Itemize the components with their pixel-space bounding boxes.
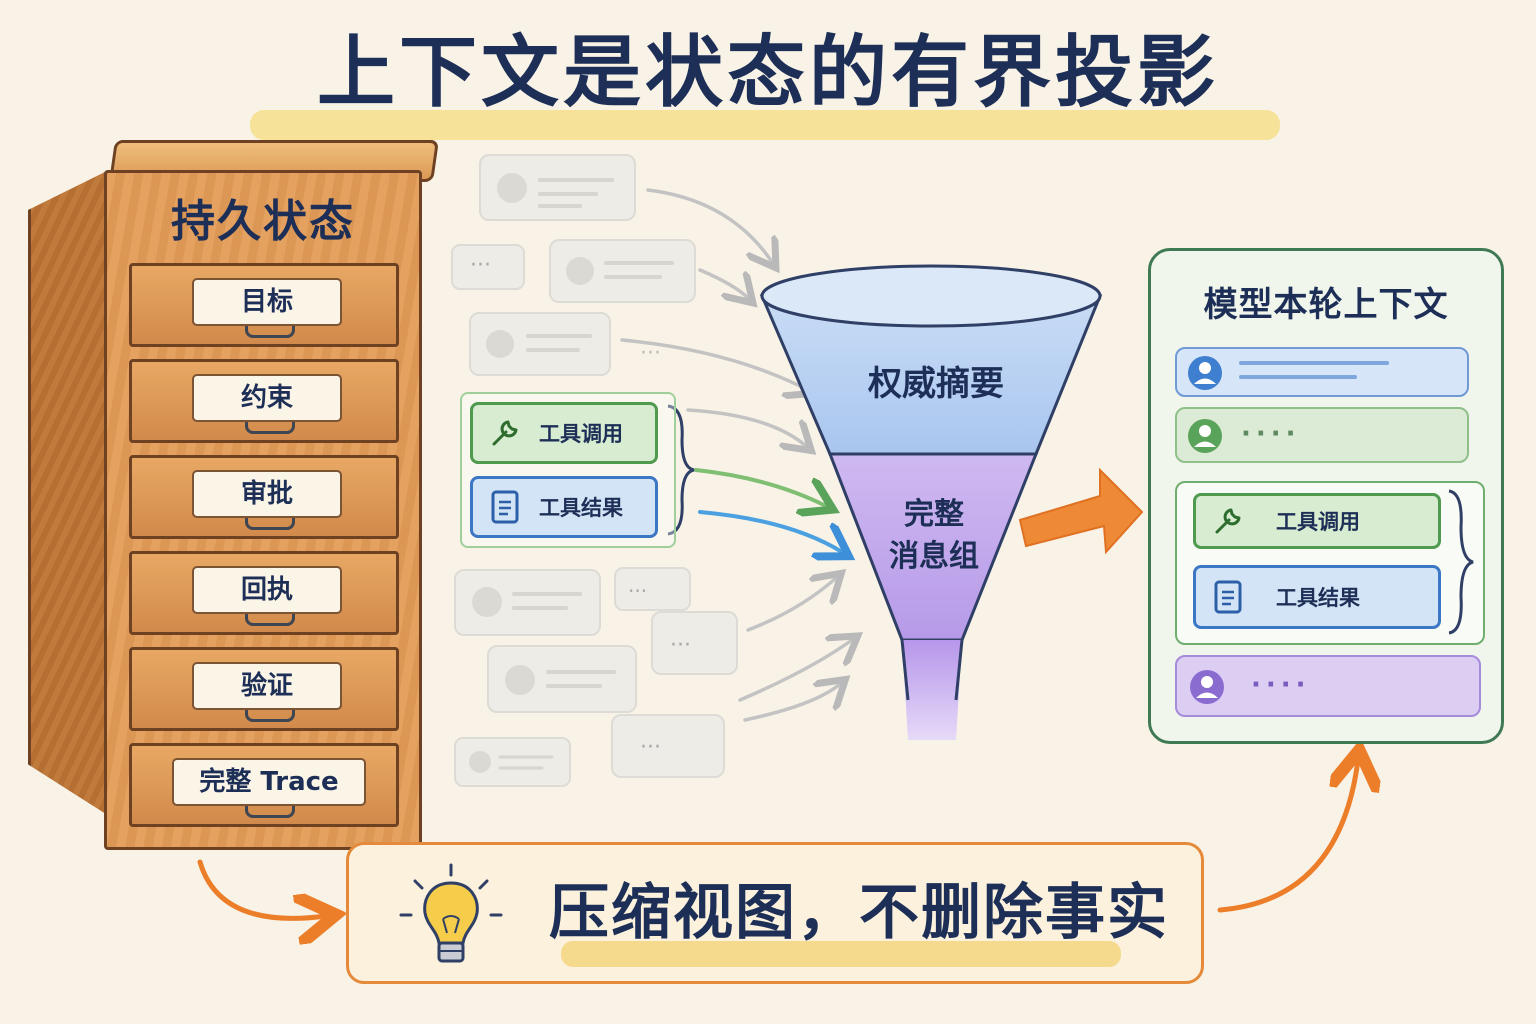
wrench-icon — [485, 413, 525, 453]
context-row-purple: ···· — [1175, 655, 1481, 717]
context-brace — [1448, 489, 1474, 635]
banner-to-context-arrow — [1217, 760, 1358, 913]
cabinet-title: 持久状态 — [171, 196, 355, 247]
funnel-upper-label: 权威摘要 — [868, 364, 1004, 404]
tool-call-arrow — [694, 468, 826, 506]
context-tool-call-label: 工具调用 — [1276, 510, 1360, 534]
user-icon — [1188, 419, 1222, 453]
tool-result-arrow — [698, 510, 842, 552]
context-title: 模型本轮上下文 — [1203, 285, 1449, 325]
drawer-handle — [245, 326, 295, 338]
drawer-trace: 完整 Trace — [129, 743, 399, 827]
drawer-label: 验证 — [192, 662, 342, 710]
tool-call-pill: 工具调用 — [470, 402, 658, 464]
cabinet-to-banner-arrow — [197, 859, 326, 918]
user-icon — [1188, 356, 1222, 390]
row-dots: ···· — [1251, 670, 1311, 700]
drawer-constraints: 约束 — [129, 359, 399, 443]
drawer-label: 约束 — [192, 374, 342, 422]
message-dots: ··· — [470, 253, 491, 278]
drawer-goal: 目标 — [129, 263, 399, 347]
tool-group-brace — [667, 404, 695, 536]
incoming-arrows — [620, 188, 852, 722]
funnel-lower-line2: 消息组 — [889, 539, 979, 574]
faded-messages-bottom — [454, 567, 738, 787]
drawer-handle — [245, 422, 295, 434]
document-icon — [1208, 577, 1248, 617]
summary-banner: 压缩视图，不删除事实 — [346, 842, 1204, 984]
output-arrow — [1018, 467, 1144, 555]
context-tool-result-label: 工具结果 — [1276, 586, 1360, 610]
drawer-label: 完整 Trace — [172, 758, 366, 806]
funnel — [759, 264, 1103, 740]
message-dots: ··· — [628, 579, 647, 603]
message-dots: ··· — [640, 341, 661, 366]
cabinet-side — [28, 170, 109, 816]
drawer-handle — [245, 518, 295, 530]
faded-messages-top — [451, 154, 696, 376]
lightbulb-icon — [399, 863, 503, 963]
tool-result-pill: 工具结果 — [470, 476, 658, 538]
drawer-approval: 审批 — [129, 455, 399, 539]
title-area: 上下文是状态的有界投影 — [0, 18, 1536, 140]
context-row-blue — [1175, 347, 1469, 397]
drawer-receipt: 回执 — [129, 551, 399, 635]
wrench-icon — [1208, 501, 1248, 541]
model-context-panel: 模型本轮上下文 ···· 工具调用 工具结果 — [1148, 248, 1504, 744]
user-icon — [1190, 670, 1224, 704]
page-title: 上下文是状态的有界投影 — [316, 28, 1219, 118]
drawer-label: 审批 — [192, 470, 342, 518]
drawer-handle — [245, 806, 295, 818]
drawer-handle — [245, 710, 295, 722]
message-dots: ··· — [640, 735, 661, 760]
tool-call-label: 工具调用 — [539, 422, 623, 446]
funnel-lower-label: 完整 消息组 — [848, 494, 1020, 578]
context-tool-result-pill: 工具结果 — [1193, 565, 1441, 629]
drawer-label: 目标 — [192, 278, 342, 326]
banner-highlight — [561, 941, 1121, 967]
row-dots: ···· — [1241, 419, 1301, 449]
message-dots: ··· — [670, 633, 691, 658]
state-cabinet: 持久状态 目标 约束 审批 回执 验证 完整 Trace — [104, 170, 422, 850]
banner-text: 压缩视图，不删除事实 — [549, 878, 1169, 948]
document-icon — [485, 487, 525, 527]
funnel-lower-line1: 完整 — [904, 497, 964, 532]
tool-result-label: 工具结果 — [539, 496, 623, 520]
drawer-verification: 验证 — [129, 647, 399, 731]
context-tool-call-pill: 工具调用 — [1193, 493, 1441, 549]
title-highlight — [250, 110, 1280, 140]
context-row-green: ···· — [1175, 407, 1469, 463]
drawer-handle — [245, 614, 295, 626]
drawer-label: 回执 — [192, 566, 342, 614]
